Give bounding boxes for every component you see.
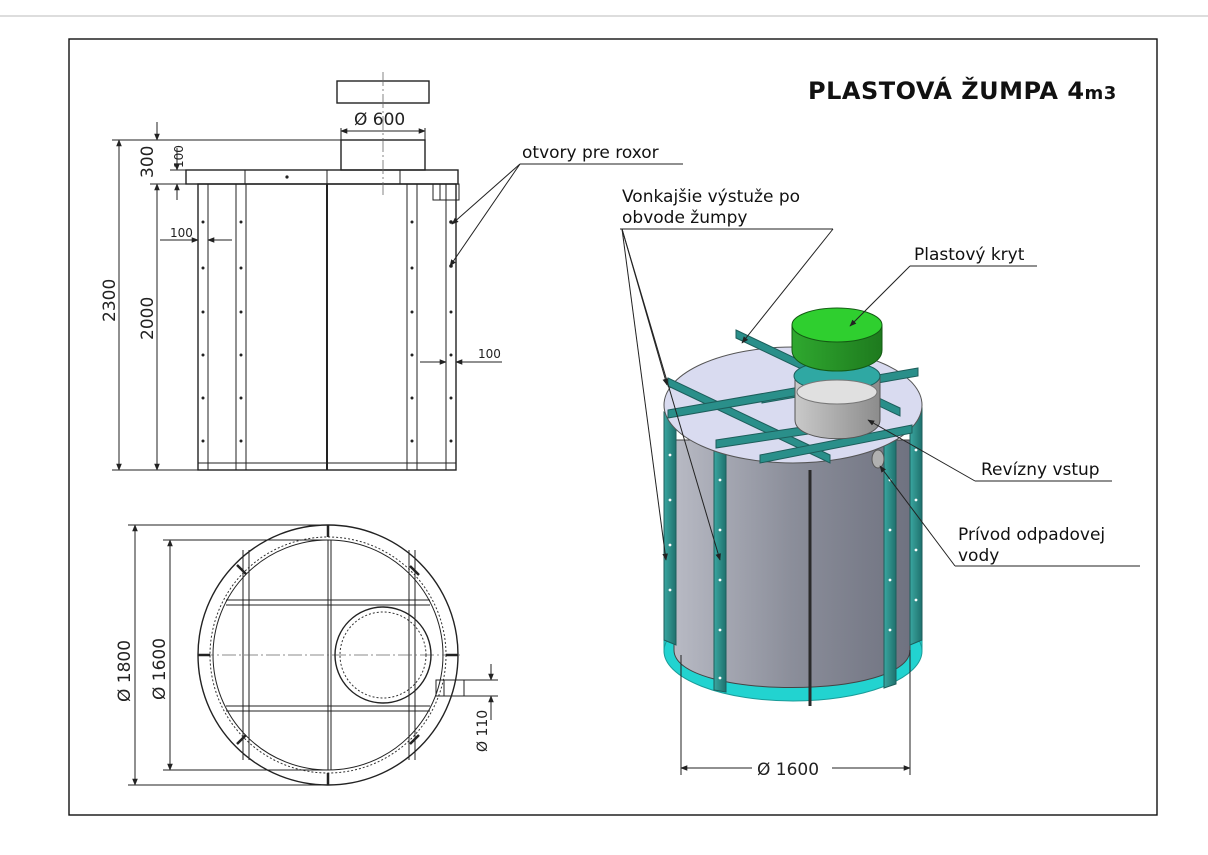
iso-rib-4 xyxy=(909,407,923,646)
drawing-title: PLASTOVÁ ŽUMPA 4m3 xyxy=(808,76,1117,105)
front-rib-left xyxy=(235,183,247,471)
label-revizny: Revízny vstup xyxy=(981,460,1100,480)
label-vystuze-1: Vonkajšie výstuže po xyxy=(622,187,800,207)
dim-h2000: 2000 xyxy=(138,297,158,340)
dim-d1600: Ø 1600 xyxy=(150,638,170,700)
iso-rib-2 xyxy=(713,444,727,693)
dim-d600: Ø 600 xyxy=(354,110,405,130)
iso-body xyxy=(673,439,911,688)
label-kryt: Plastový kryt xyxy=(914,245,1025,265)
iso-rib-holes xyxy=(668,448,918,680)
label-privod-2: vody xyxy=(958,546,999,566)
dim-h100: 100 xyxy=(172,145,186,168)
label-vystuze-2: obvode žumpy xyxy=(622,208,747,228)
label-roxor: otvory pre roxor xyxy=(522,143,659,163)
dim-w100-left: 100 xyxy=(170,226,193,240)
dim-h2300: 2300 xyxy=(100,279,120,322)
front-view: Ø 600 2300 2000 300 100 100 100 otvory p… xyxy=(100,72,683,471)
dim-d1800: Ø 1800 xyxy=(115,640,135,702)
front-rib-right xyxy=(406,183,418,471)
dim-d1600-iso: Ø 1600 xyxy=(757,760,819,780)
dim-d110: Ø 110 xyxy=(475,710,491,752)
dim-h300: 300 xyxy=(138,146,158,178)
iso-inlet-pipe xyxy=(871,449,885,469)
top-inlet-pipe xyxy=(435,679,465,697)
top-manhole-outer xyxy=(334,606,432,704)
iso-rib-1 xyxy=(663,411,677,646)
front-lid xyxy=(185,169,459,185)
top-rib-ends xyxy=(198,525,458,785)
label-privod-1: Prívod odpadovej xyxy=(958,525,1105,545)
front-inlet-pipe xyxy=(432,183,460,201)
iso-rib-3 xyxy=(883,439,897,689)
top-manhole-inner xyxy=(339,611,427,699)
title-main: PLASTOVÁ ŽUMPA 4 xyxy=(808,76,1085,105)
iso-view: Vonkajšie výstuže po obvode žumpy Plasto… xyxy=(620,187,1140,780)
top-view: Ø 1800 Ø 1600 Ø 110 xyxy=(115,524,498,786)
title-suffix: m3 xyxy=(1085,83,1117,104)
drawing-frame xyxy=(68,38,1158,816)
dim-w100-right: 100 xyxy=(478,347,501,361)
